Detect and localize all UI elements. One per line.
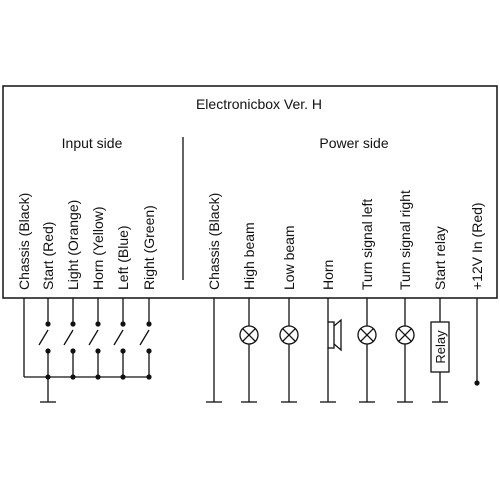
power-label-3: Horn [320,260,336,290]
power-label-5: Turn signal right [397,190,413,290]
lamp-4 [357,298,377,403]
switch-3 [88,298,101,380]
relay-text: Relay [433,330,448,364]
electronicbox-outline [2,85,498,299]
switch-4 [113,298,126,380]
power-label-1: High beam [241,222,257,290]
input-label-0: Chassis (Black) [16,193,32,290]
power-side-heading: Power side [319,135,388,151]
input-side-circuit: Chassis (Black) Start (Red) Light (Orange)… [16,193,157,403]
box-title: Electronicbox Ver. H [196,96,322,112]
input-label-5: Right (Green) [141,205,157,290]
switch-5 [139,298,152,380]
power-label-2: Low beam [281,225,297,290]
input-label-3: Horn (Yellow) [90,206,106,290]
input-label-4: Left (Blue) [115,225,131,290]
supply-input [474,298,480,386]
power-label-6: Start relay [432,226,448,290]
start-relay: Relay [430,298,450,403]
horn-3 [320,298,342,403]
input-label-1: Start (Red) [40,222,56,290]
lamp-1 [239,298,259,403]
lamp-5 [395,298,415,403]
switch-1 [38,298,51,380]
switch-2 [63,298,76,380]
power-label-0: Chassis (Black) [206,193,222,290]
power-label-7: +12V In (Red) [469,202,485,290]
input-side-heading: Input side [62,135,123,151]
power-label-4: Turn signal left [359,199,375,290]
lamp-2 [279,298,299,403]
input-label-2: Light (Orange) [65,200,81,290]
